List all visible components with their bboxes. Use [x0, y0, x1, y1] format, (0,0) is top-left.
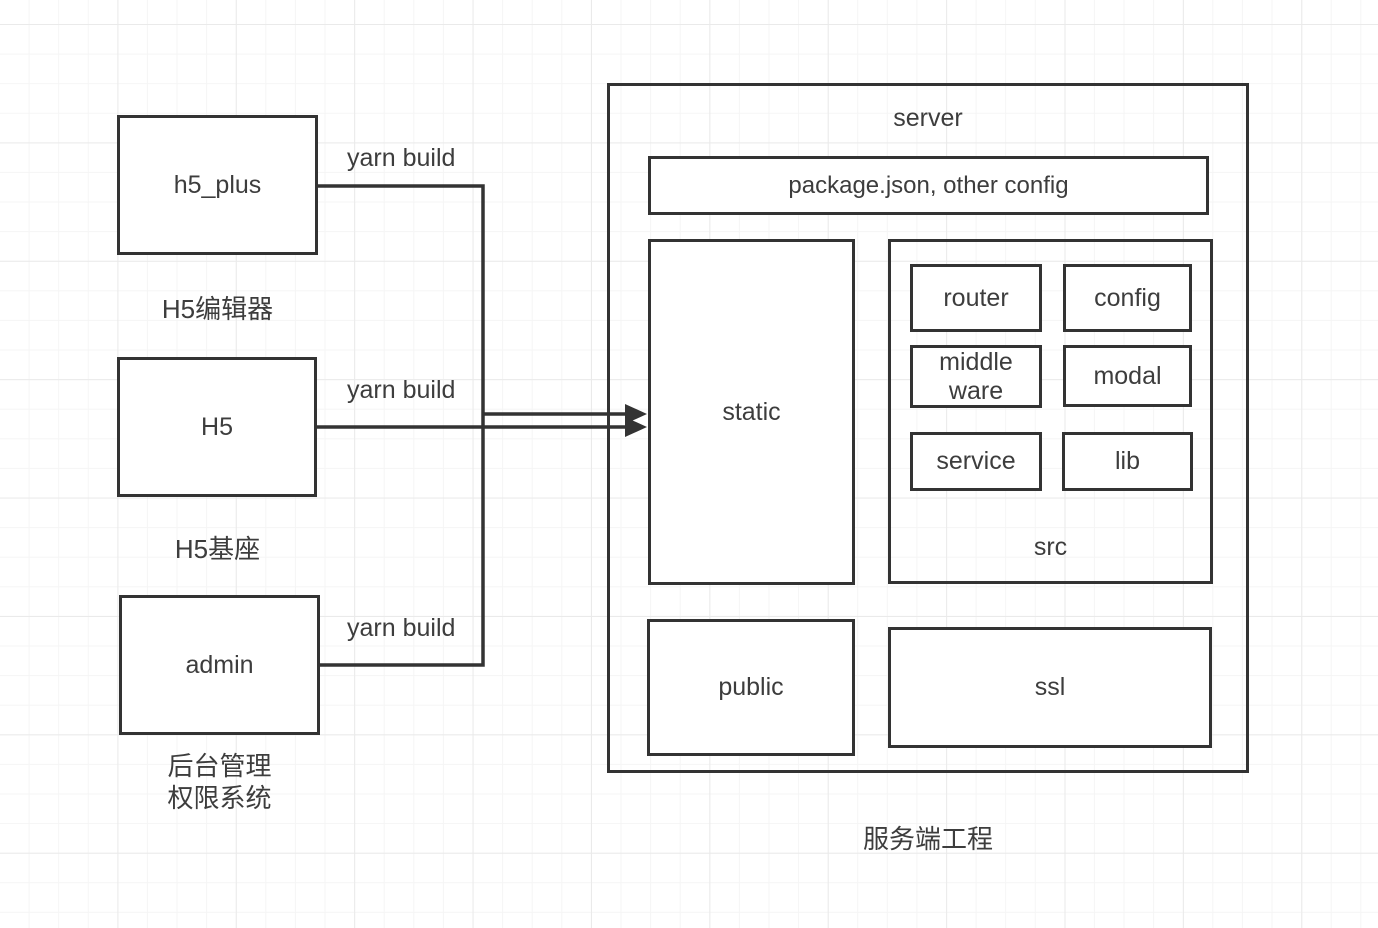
edge-label-yarn-build-2: yarn build	[347, 376, 456, 404]
caption-admin: 后台管理 权限系统	[119, 750, 320, 814]
box-service[interactable]: service	[910, 432, 1042, 491]
box-router-label: router	[943, 283, 1009, 312]
caption-h5: H5基座	[174, 534, 261, 564]
box-ssl[interactable]: ssl	[888, 627, 1212, 748]
arrowhead-icon	[625, 417, 647, 437]
server-title: server	[893, 104, 963, 132]
arrowhead-icon	[625, 404, 647, 424]
box-lib[interactable]: lib	[1062, 432, 1193, 491]
caption-h5-plus: H5编辑器	[161, 294, 274, 324]
box-modal[interactable]: modal	[1063, 345, 1192, 407]
caption-admin-line1: 后台管理	[167, 751, 272, 781]
src-group-label: src	[1033, 533, 1068, 561]
box-static-label: static	[722, 397, 781, 426]
box-src-group[interactable]	[888, 239, 1213, 584]
box-router[interactable]: router	[910, 264, 1042, 332]
node-h5-label: H5	[201, 412, 233, 441]
box-ssl-label: ssl	[1034, 673, 1066, 701]
caption-admin-line2: 权限系统	[167, 783, 272, 813]
node-admin-label: admin	[185, 650, 254, 679]
box-static[interactable]: static	[648, 239, 855, 585]
box-service-label: service	[936, 447, 1016, 475]
box-config[interactable]: config	[1063, 264, 1192, 332]
box-config-label: config	[1094, 283, 1161, 312]
box-package-config-label: package.json, other config	[788, 171, 1069, 199]
node-h5[interactable]: H5	[117, 357, 317, 497]
server-group-box[interactable]	[607, 83, 1249, 773]
box-public[interactable]: public	[647, 619, 855, 756]
node-h5-plus-label: h5_plus	[173, 170, 262, 199]
edge-label-yarn-build-3: yarn build	[347, 614, 456, 642]
box-middleware[interactable]: middle ware	[910, 345, 1042, 408]
box-package-config[interactable]: package.json, other config	[648, 156, 1209, 215]
edge-label-yarn-build-1: yarn build	[347, 144, 456, 172]
caption-server: 服务端工程	[862, 824, 993, 854]
box-modal-label: modal	[1093, 361, 1162, 390]
box-lib-label: lib	[1114, 447, 1140, 475]
node-admin[interactable]: admin	[119, 595, 320, 735]
node-h5-plus[interactable]: h5_plus	[117, 115, 318, 255]
box-public-label: public	[718, 673, 784, 701]
box-middleware-label: middle ware	[939, 347, 1013, 405]
